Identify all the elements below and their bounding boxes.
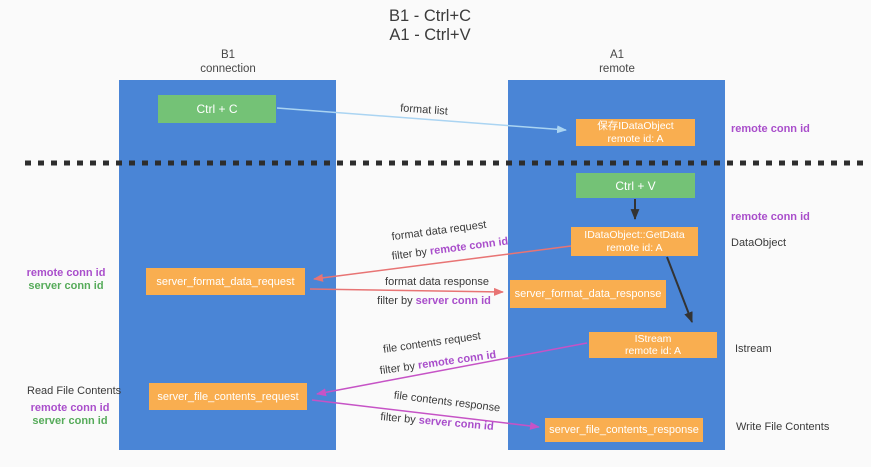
column-b1-role: connection xyxy=(200,63,256,75)
node-getdata-line1: IDataObject::GetData xyxy=(584,229,685,241)
annotation-istream: Istream xyxy=(735,343,772,355)
node-ctrl-v: Ctrl + V xyxy=(576,173,695,198)
column-b1-name: B1 xyxy=(220,49,236,61)
node-format-request-label: server_format_data_request xyxy=(156,275,295,288)
title-line-2: A1 - Ctrl+V xyxy=(389,26,471,44)
label-filter-by-server-1: filter by server conn id xyxy=(377,295,491,307)
column-a1-role: remote xyxy=(599,63,635,75)
node-file-response-label: server_file_contents_response xyxy=(549,424,699,436)
node-ctrl-v-label: Ctrl + V xyxy=(615,178,656,193)
annotation-conn-ids-file: remote conn id server conn id xyxy=(24,402,116,428)
filter-by-text: filter by xyxy=(391,246,428,263)
server-conn-id-label: server conn id xyxy=(32,415,108,427)
column-header-a1: A1 remote xyxy=(547,48,687,76)
annotation-read-file-contents: Read File Contents xyxy=(27,385,122,397)
annotation-write-file-contents: Write File Contents xyxy=(736,421,830,433)
node-server-format-data-request: server_format_data_request xyxy=(146,268,305,295)
server-conn-id-accent: server conn id xyxy=(415,295,491,307)
node-idataobject-getdata: IDataObject::GetData remote id: A xyxy=(571,227,698,256)
annotation-conn-ids-format: remote conn id server conn id xyxy=(24,267,108,293)
remote-conn-id-accent: remote conn id xyxy=(429,235,509,258)
filter-by-text: filter by xyxy=(379,411,417,427)
filter-by-text: filter by xyxy=(379,360,416,378)
label-format-data-response: format data response xyxy=(385,276,489,288)
node-istream-line1: IStream xyxy=(634,332,672,345)
node-ctrl-c-label: Ctrl + C xyxy=(196,102,238,116)
node-save-idataobject-line2: remote id: A xyxy=(607,132,664,145)
node-istream-line2: remote id: A xyxy=(624,345,682,357)
node-file-request-label: server_file_contents_request xyxy=(157,390,299,403)
arrow-format-data-response xyxy=(309,287,504,296)
annotation-remote-conn-id-mid: remote conn id xyxy=(731,211,810,223)
server-conn-id-label: server conn id xyxy=(28,280,104,292)
annotation-dataobject: DataObject xyxy=(731,237,787,249)
remote-conn-id-label: remote conn id xyxy=(26,267,106,279)
node-getdata-line2: remote id: A xyxy=(606,241,663,254)
label-file-contents-response: file contents response xyxy=(393,389,501,415)
column-header-b1: B1 connection xyxy=(158,48,298,76)
annotation-remote-conn-id-top: remote conn id xyxy=(731,123,810,135)
node-ctrl-c: Ctrl + C xyxy=(158,95,276,123)
server-conn-id-accent: server conn id xyxy=(418,414,495,433)
label-filter-by-server-2: filter by server conn id xyxy=(380,411,494,433)
node-server-format-data-response: server_format_data_response xyxy=(510,280,666,308)
node-save-idataobject: 保存IDataObject remote id: A xyxy=(576,119,695,146)
node-istream: IStream remote id: A xyxy=(589,332,717,358)
column-a1-name: A1 xyxy=(609,49,625,61)
remote-conn-id-label: remote conn id xyxy=(30,402,110,414)
filter-by-text: filter by xyxy=(377,295,413,307)
node-server-file-contents-response: server_file_contents_response xyxy=(545,418,703,442)
label-format-list: format list xyxy=(399,102,449,118)
remote-conn-id-accent: remote conn id xyxy=(417,348,497,372)
node-server-file-contents-request: server_file_contents_request xyxy=(149,383,307,410)
title-line-1: B1 - Ctrl+C xyxy=(388,7,472,25)
node-format-response-label: server_format_data_response xyxy=(514,288,662,300)
diagram-title: B1 - Ctrl+C A1 - Ctrl+V xyxy=(330,7,530,45)
node-save-idataobject-line1: 保存IDataObject xyxy=(597,120,674,132)
